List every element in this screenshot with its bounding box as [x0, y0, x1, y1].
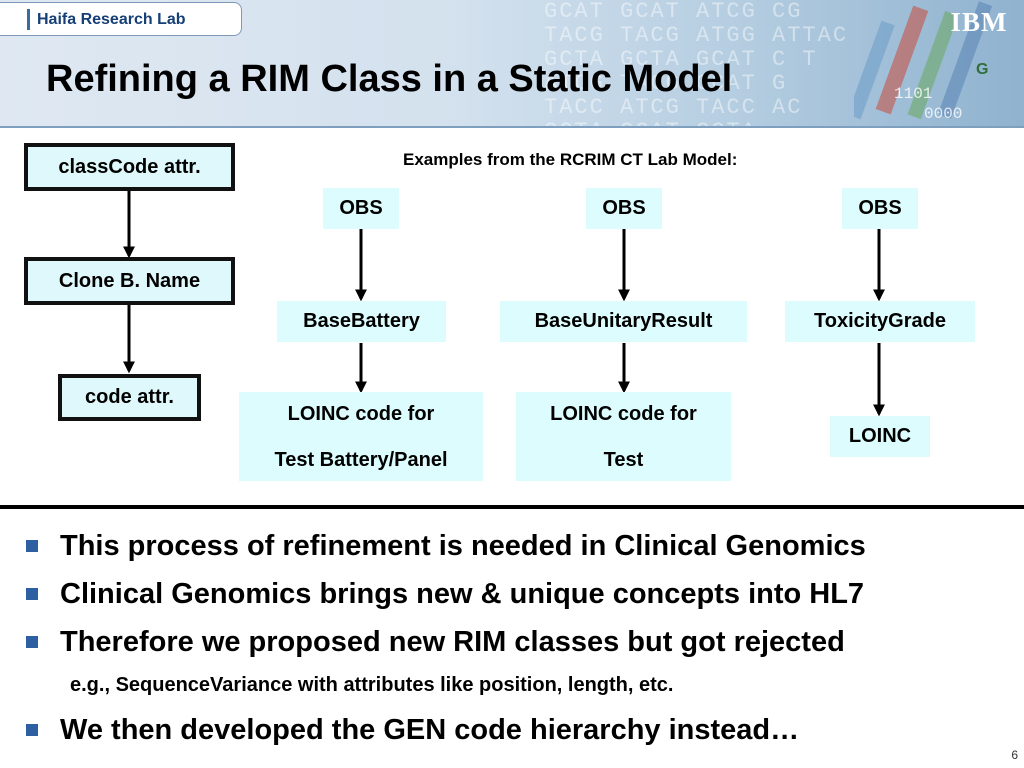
slide-title: Refining a RIM Class in a Static Model [46, 58, 733, 100]
page-number: 6 [1011, 748, 1018, 762]
bullet-square-icon [26, 540, 38, 552]
bullet-text: This process of refinement is needed in … [60, 530, 866, 562]
section-divider [0, 505, 1024, 509]
ex1-code-line1: LOINC code for [287, 402, 435, 425]
lab-name-tab: Haifa Research Lab [0, 2, 242, 36]
bullet-square-icon [26, 724, 38, 736]
bullet-text: Clinical Genomics brings new & unique co… [60, 578, 865, 610]
ex3-class-label: ToxicityGrade [814, 310, 946, 332]
clone-name-label: Clone B. Name [58, 269, 201, 292]
ex3-code-label: LOINC [848, 425, 912, 447]
dna-background-graphic: GCAT GCAT ATCG CG TACG TACG ATGG ATTAC G… [544, 0, 849, 126]
classcode-attr-label: classCode attr. [58, 155, 201, 178]
svg-text:1101: 1101 [894, 85, 932, 103]
ex2-class-label: BaseUnitaryResult [534, 310, 713, 332]
dna-bars-graphic: G 1101 0000 [854, 1, 993, 123]
ex3-class-box: ToxicityGrade [785, 301, 975, 342]
ex2-code-box: LOINC code for Test [516, 392, 731, 481]
ex1-obs-box: OBS [323, 188, 399, 229]
ex1-class-label: BaseBattery [303, 310, 420, 332]
slide-header: GCAT GCAT ATCG CG TACG TACG ATGG ATTAC G… [0, 0, 1024, 126]
clone-name-box: Clone B. Name [24, 257, 235, 305]
bullet-item: Therefore we proposed new RIM classes bu… [0, 622, 1024, 662]
bullet-text: We then developed the GEN code hierarchy… [60, 714, 800, 746]
bullet-item: Clinical Genomics brings new & unique co… [0, 574, 1024, 614]
header-divider [0, 126, 1024, 128]
bullet-item: This process of refinement is needed in … [0, 526, 1024, 566]
ex2-class-box: BaseUnitaryResult [500, 301, 747, 342]
ex2-obs-label: OBS [602, 197, 646, 219]
bullet-square-icon [26, 636, 38, 648]
code-attr-label: code attr. [85, 386, 174, 408]
bullet-item: We then developed the GEN code hierarchy… [0, 710, 1024, 750]
svg-text:G: G [976, 61, 988, 78]
ex2-obs-box: OBS [586, 188, 662, 229]
ex2-code-line2: Test [603, 448, 644, 471]
ex1-class-box: BaseBattery [277, 301, 446, 342]
svg-text:0000: 0000 [924, 105, 962, 123]
bullet-square-icon [26, 588, 38, 600]
ex1-obs-label: OBS [339, 197, 383, 219]
ex3-obs-box: OBS [842, 188, 918, 229]
ibm-logo: IBM [948, 8, 1010, 36]
ex1-code-line2: Test Battery/Panel [274, 448, 448, 471]
ex3-code-box: LOINC [830, 416, 930, 457]
ex2-code-line1: LOINC code for [550, 402, 697, 425]
bullet-text: Therefore we proposed new RIM classes bu… [60, 626, 845, 658]
lab-name-text: Haifa Research Lab [37, 11, 186, 28]
classcode-attr-box: classCode attr. [24, 143, 235, 191]
lab-tab-marker [27, 9, 30, 30]
ex1-code-box: LOINC code for Test Battery/Panel [239, 392, 483, 481]
examples-caption: Examples from the RCRIM CT Lab Model: [403, 150, 738, 169]
code-attr-box: code attr. [58, 374, 201, 421]
ex3-obs-label: OBS [858, 197, 902, 219]
sub-bullet-text: e.g., SequenceVariance with attributes l… [70, 674, 674, 696]
